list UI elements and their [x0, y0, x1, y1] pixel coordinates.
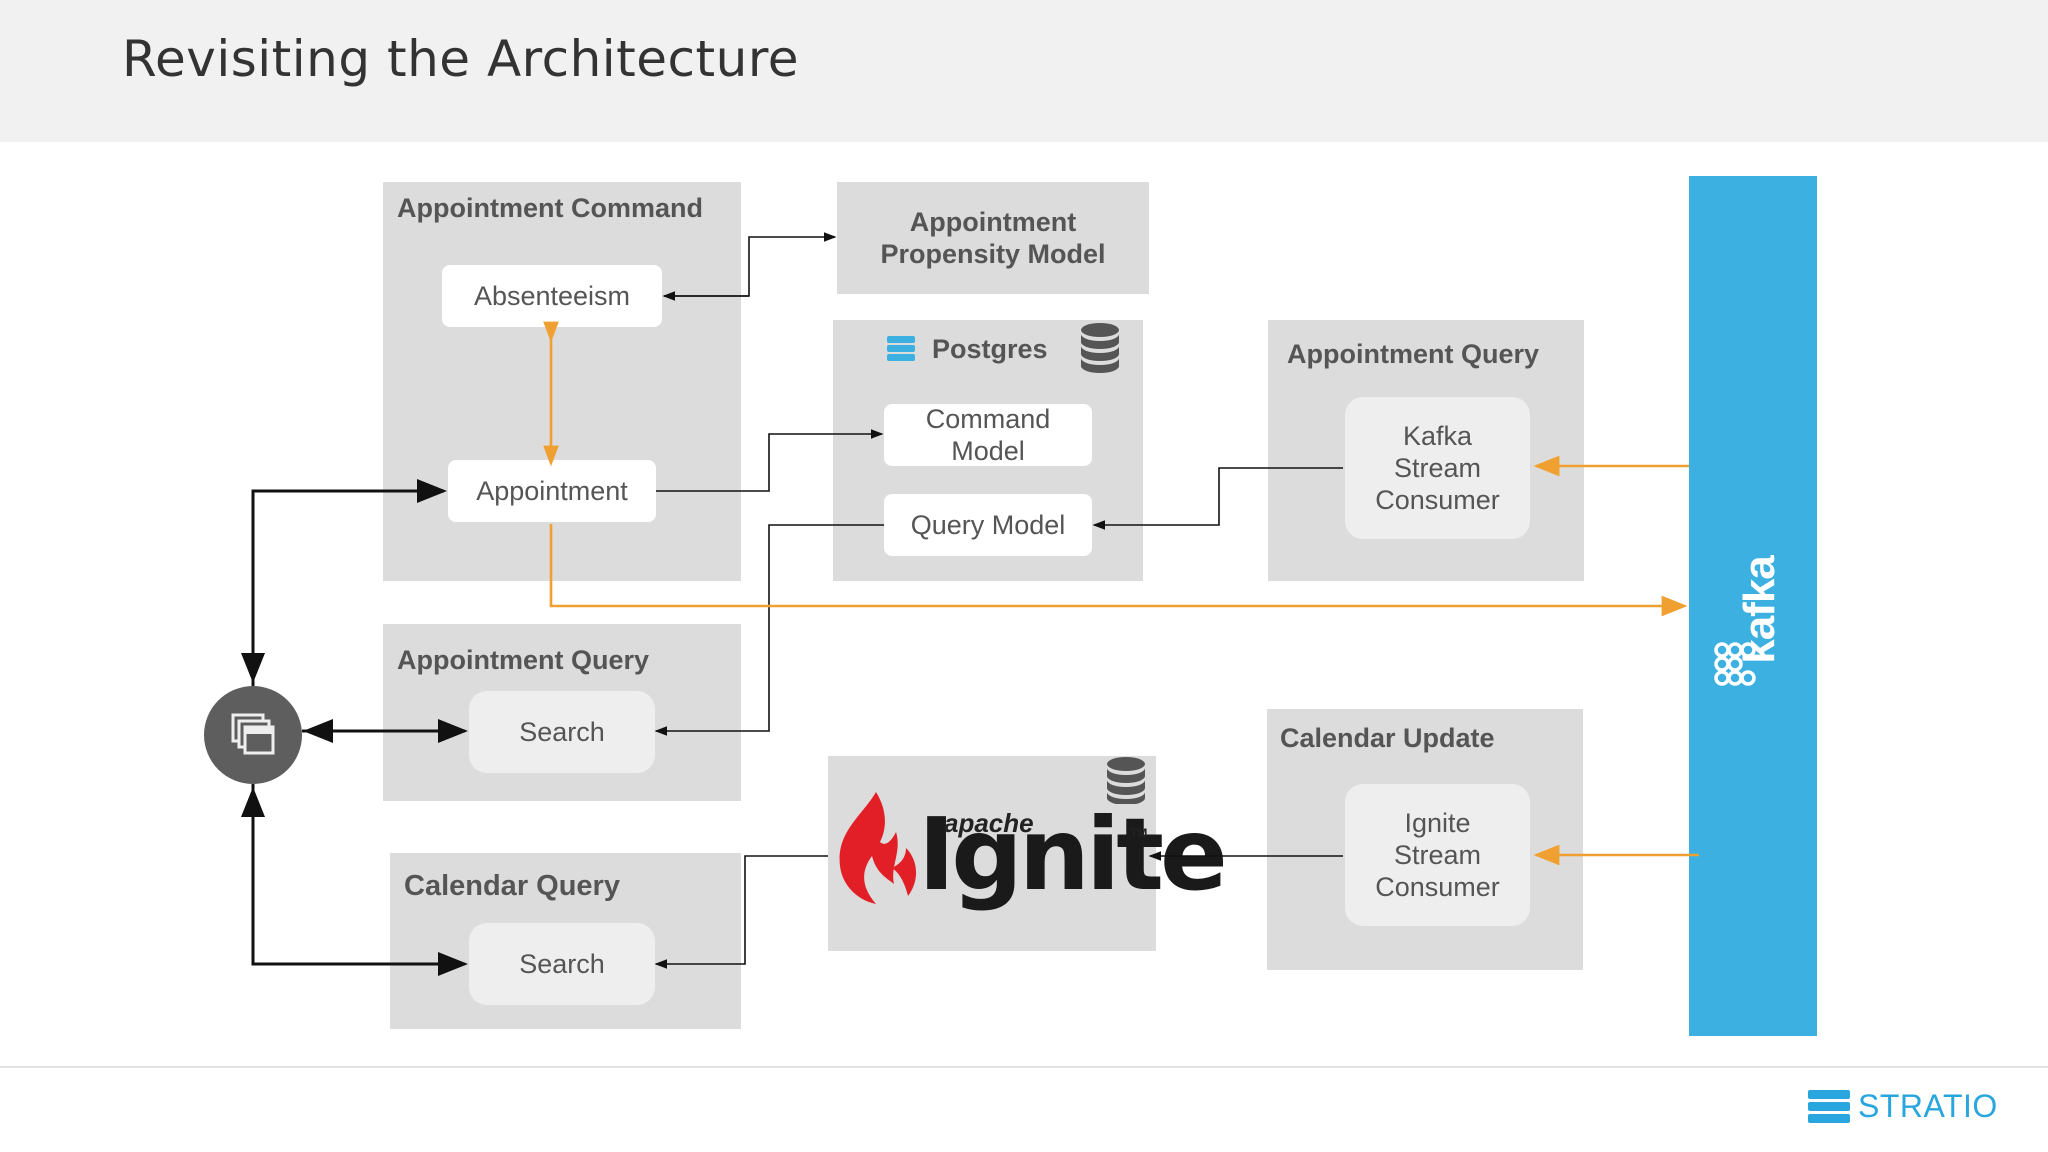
query-model-node: Query Model — [884, 494, 1092, 556]
ignite-stream-consumer-node: Ignite Stream Consumer — [1345, 784, 1530, 926]
windows-icon — [231, 713, 275, 755]
slide-title: Revisiting the Architecture — [122, 30, 800, 88]
ignite-flame-icon — [839, 792, 917, 904]
ignite-logo-tm: TM — [1130, 826, 1148, 840]
stratio-brand: STRATIO — [1808, 1088, 1998, 1125]
connector-ignite-calendar-search — [654, 855, 828, 969]
appointment-node: Appointment — [448, 460, 656, 522]
stratio-logo-icon — [1808, 1089, 1850, 1123]
postgres-title: Postgres — [932, 334, 1048, 364]
connector-client-appointment — [251, 479, 447, 686]
propensity-model-title: Appointment Propensity Model — [880, 207, 1106, 269]
connector-appointment-kafka — [549, 524, 1688, 617]
connector-appointment-command-model — [656, 429, 884, 492]
ignite-database-icon — [1107, 757, 1145, 804]
calendar-query-title: Calendar Query — [404, 870, 620, 902]
connector-query-model-search — [654, 524, 884, 736]
appointment-search-node: Search — [469, 691, 655, 773]
client-app[interactable] — [204, 686, 302, 784]
connector-absenteeism-propensity — [664, 232, 837, 297]
footer-divider — [0, 1066, 2048, 1068]
propensity-model-panel: Appointment Propensity Model — [837, 182, 1149, 294]
absenteeism-node: Absenteeism — [442, 265, 662, 327]
connector-kafka-consumer-query-model — [1092, 467, 1343, 530]
database-icon — [1081, 323, 1119, 373]
ignite-logo-text: Ignite — [918, 796, 1228, 913]
calendar-update-title: Calendar Update — [1280, 723, 1495, 753]
slide-header — [0, 0, 2048, 142]
calendar-search-node: Search — [469, 923, 655, 1005]
kafka-logo-icon — [1714, 642, 1756, 686]
appointment-query-right-title: Appointment Query — [1287, 339, 1540, 369]
stratio-brand-text: STRATIO — [1858, 1088, 1998, 1124]
appointment-command-title: Appointment Command — [397, 193, 703, 223]
kafka-stream-consumer-node: Kafka Stream Consumer — [1345, 397, 1530, 539]
connector-client-calendar-search — [251, 784, 468, 976]
appointment-query-left-title: Appointment Query — [397, 645, 650, 675]
kafka-bus — [1689, 176, 1817, 1036]
command-model-node: Command Model — [884, 404, 1092, 466]
ignite-logo-apache: apache — [944, 808, 1034, 838]
stratio-postgres-icon — [887, 336, 915, 361]
